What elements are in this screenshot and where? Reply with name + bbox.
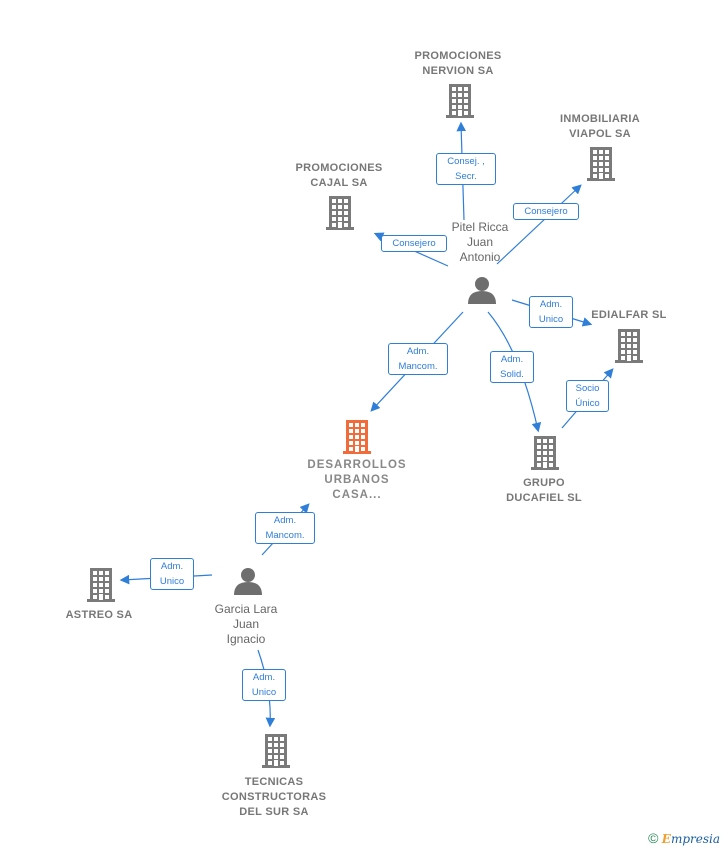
label-line: TECNICAS <box>244 776 304 788</box>
empresia-logo[interactable]: © Empresia <box>648 830 720 846</box>
edge-label-adm-unico-edialfar[interactable]: Adm. Unico <box>529 296 573 328</box>
building-icon-promociones-nervion[interactable] <box>446 84 474 118</box>
label-line: DEL SUR SA <box>239 806 309 818</box>
edge-label-line: Adm. <box>539 299 563 310</box>
node-label-desarrollos-urbanos[interactable]: DESARROLLOS URBANOS CASA... <box>292 458 422 503</box>
label-line: Garcia Lara <box>214 602 278 616</box>
node-label-promociones-nervion[interactable]: PROMOCIONES NERVION SA <box>398 49 518 79</box>
building-icon-edialfar[interactable] <box>615 329 643 363</box>
node-label-grupo-ducafiel[interactable]: GRUPO DUCAFIEL SL <box>484 476 604 506</box>
edge-pitel-viapol <box>496 184 582 265</box>
building-icon-astreo[interactable] <box>87 568 115 602</box>
node-label-inmobiliaria-viapol[interactable]: INMOBILIARIA VIAPOL SA <box>540 112 660 142</box>
label-line: CASA... <box>332 489 382 501</box>
edge-label-adm-solid-ducafiel[interactable]: Adm. Solid. <box>490 351 534 383</box>
node-label-astreo[interactable]: ASTREO SA <box>49 608 149 623</box>
edge-label-line: Consejero <box>392 238 436 249</box>
edge-label-line: Unico <box>538 314 564 325</box>
building-icon-promociones-cajal[interactable] <box>326 196 354 230</box>
copyright-symbol: © <box>648 830 659 846</box>
label-line: Ignacio <box>226 632 266 646</box>
label-line: CAJAL SA <box>310 177 368 189</box>
label-line: DUCAFIEL SL <box>506 492 582 504</box>
label-line: PROMOCIONES <box>414 50 502 62</box>
node-label-pitel-ricca[interactable]: Pitel Ricca Juan Antonio <box>430 220 530 265</box>
building-icon-inmobiliaria-viapol[interactable] <box>587 147 615 181</box>
building-icon-tecnicas-constructoras[interactable] <box>262 734 290 768</box>
node-label-edialfar[interactable]: EDIALFAR SL <box>574 308 684 323</box>
label-line: Juan <box>466 235 494 249</box>
label-line: EDIALFAR SL <box>591 309 667 321</box>
label-line: NERVION SA <box>422 65 494 77</box>
edge-label-line: Adm. <box>160 561 184 572</box>
edge-label-line: Adm. <box>252 672 276 683</box>
edge-label-line: Unico <box>251 687 277 698</box>
edge-label-adm-unico-astreo[interactable]: Adm. Unico <box>150 558 194 590</box>
edge-label-line: Solid. <box>500 369 524 380</box>
building-icon-grupo-ducafiel[interactable] <box>531 436 559 470</box>
label-line: VIAPOL SA <box>569 128 631 140</box>
node-label-garcia-lara[interactable]: Garcia Lara Juan Ignacio <box>196 602 296 647</box>
edge-label-adm-mancom-garcia[interactable]: Adm. Mancom. <box>255 512 315 544</box>
edge-label-socio-unico[interactable]: Socio Único <box>566 380 609 412</box>
label-line: PROMOCIONES <box>295 162 383 174</box>
person-icon-garcia-lara[interactable] <box>234 568 262 595</box>
edge-label-adm-unico-tecnicas[interactable]: Adm. Unico <box>242 669 286 701</box>
brand-initial: E <box>661 832 671 846</box>
label-line: Antonio <box>459 250 501 264</box>
node-label-promociones-cajal[interactable]: PROMOCIONES CAJAL SA <box>279 161 399 191</box>
edge-label-line: Adm. <box>500 354 524 365</box>
label-line: ASTREO SA <box>65 609 133 621</box>
person-icon-pitel-ricca[interactable] <box>468 277 496 304</box>
label-line: GRUPO <box>523 477 565 489</box>
edge-label-line: Adm. <box>273 515 297 526</box>
edge-label-line: Consejero <box>524 206 568 217</box>
edge-label-consejero-viapol[interactable]: Consejero <box>513 203 579 220</box>
edge-label-line: Único <box>575 398 600 409</box>
edge-label-line: Unico <box>159 576 185 587</box>
label-line: INMOBILIARIA <box>560 113 640 125</box>
brand-name: mpresia <box>670 832 720 846</box>
edge-label-adm-mancom-desarrollos[interactable]: Adm. Mancom. <box>388 343 448 375</box>
edge-label-line: Secr. <box>455 171 477 182</box>
edge-label-line: Socio <box>575 383 600 394</box>
label-line: DESARROLLOS <box>307 459 407 471</box>
building-icon-desarrollos-urbanos[interactable] <box>343 420 371 454</box>
edge-label-line: Consej. , <box>447 156 485 167</box>
node-label-tecnicas-constructoras[interactable]: TECNICAS CONSTRUCTORAS DEL SUR SA <box>204 775 344 820</box>
edge-label-line: Mancom. <box>398 361 438 372</box>
edge-label-consejero-cajal[interactable]: Consejero <box>381 235 447 252</box>
label-line: Pitel Ricca <box>451 220 509 234</box>
edge-label-line: Mancom. <box>265 530 305 541</box>
label-line: Juan <box>232 617 260 631</box>
edge-label-consej-secr[interactable]: Consej. , Secr. <box>436 153 496 185</box>
label-line: URBANOS <box>324 474 390 486</box>
label-line: CONSTRUCTORAS <box>221 791 327 803</box>
edge-label-line: Adm. <box>406 346 430 357</box>
